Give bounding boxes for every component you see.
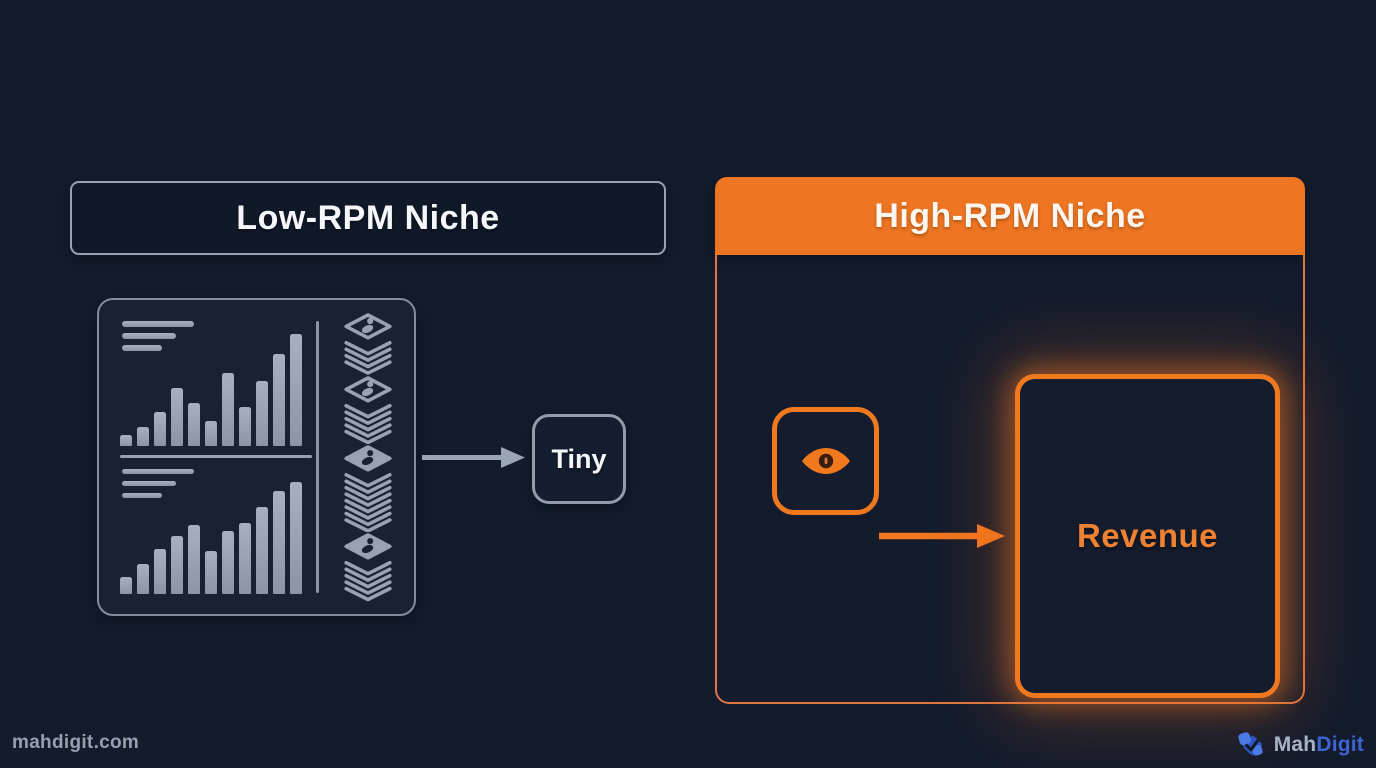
chart-bar [290, 334, 302, 446]
text-line [122, 468, 194, 474]
low-rpm-title-box: Low-RPM Niche [70, 181, 666, 255]
chart-bar [205, 421, 217, 446]
layer-stack-icon [344, 375, 392, 444]
website-url: mahdigit.com [12, 732, 140, 753]
chart-bar [137, 563, 149, 594]
chart-bar [171, 535, 183, 594]
chart-bar [188, 403, 200, 446]
brand-prefix: Mah [1273, 732, 1317, 756]
brand-mark-icon [1238, 732, 1263, 756]
bar-chart-bottom [120, 467, 312, 594]
revenue-result-box: Revenue [1015, 374, 1280, 698]
chart-bar [137, 427, 149, 446]
high-rpm-panel-body: Revenue [715, 255, 1305, 704]
layer-stack-icon [344, 533, 392, 602]
views-box [772, 407, 879, 515]
horizontal-divider [120, 455, 312, 458]
vertical-divider [316, 321, 319, 593]
high-rpm-title-box: High-RPM Niche [715, 177, 1305, 255]
analytics-panel [97, 298, 416, 616]
brand-logo: MahDigit [1236, 729, 1364, 760]
text-line [122, 321, 194, 327]
chart-bar [239, 407, 251, 446]
low-rpm-title: Low-RPM Niche [236, 198, 500, 237]
chart-bar [256, 381, 268, 446]
tiny-label: Tiny [551, 443, 607, 474]
chart-bar [273, 490, 285, 594]
chart-bar [154, 548, 166, 594]
brand-suffix: Digit [1316, 732, 1364, 756]
chart-bar [205, 550, 217, 594]
chart-bar [256, 506, 268, 594]
bar-chart-top [120, 319, 312, 446]
chart-bar [188, 524, 200, 594]
chart-bar [171, 388, 183, 446]
text-line [122, 345, 162, 351]
text-lines-icon [122, 468, 194, 505]
audience-stacks-column [330, 312, 406, 602]
chart-bar [120, 576, 132, 594]
chart-bar [120, 435, 132, 446]
text-line [122, 492, 162, 498]
gray-arrow-icon [421, 444, 527, 476]
revenue-label: Revenue [1076, 517, 1219, 554]
high-rpm-title: High-RPM Niche [874, 196, 1146, 235]
high-rpm-panel: High-RPM Niche Revenue [715, 177, 1305, 704]
text-line [122, 333, 176, 339]
layer-stack-icon [344, 313, 392, 375]
chart-bar [154, 412, 166, 446]
text-lines-icon [122, 321, 194, 357]
layer-stack-icon [344, 445, 392, 533]
chart-bar [222, 530, 234, 594]
chart-bar [239, 522, 251, 594]
eye-icon [801, 448, 850, 474]
charts-column [120, 319, 312, 594]
tiny-result-box: Tiny [532, 414, 626, 504]
text-line [122, 480, 176, 486]
orange-arrow-icon [877, 520, 1007, 557]
chart-bar [222, 373, 234, 446]
chart-bar [273, 354, 285, 446]
chart-bar [290, 481, 302, 594]
